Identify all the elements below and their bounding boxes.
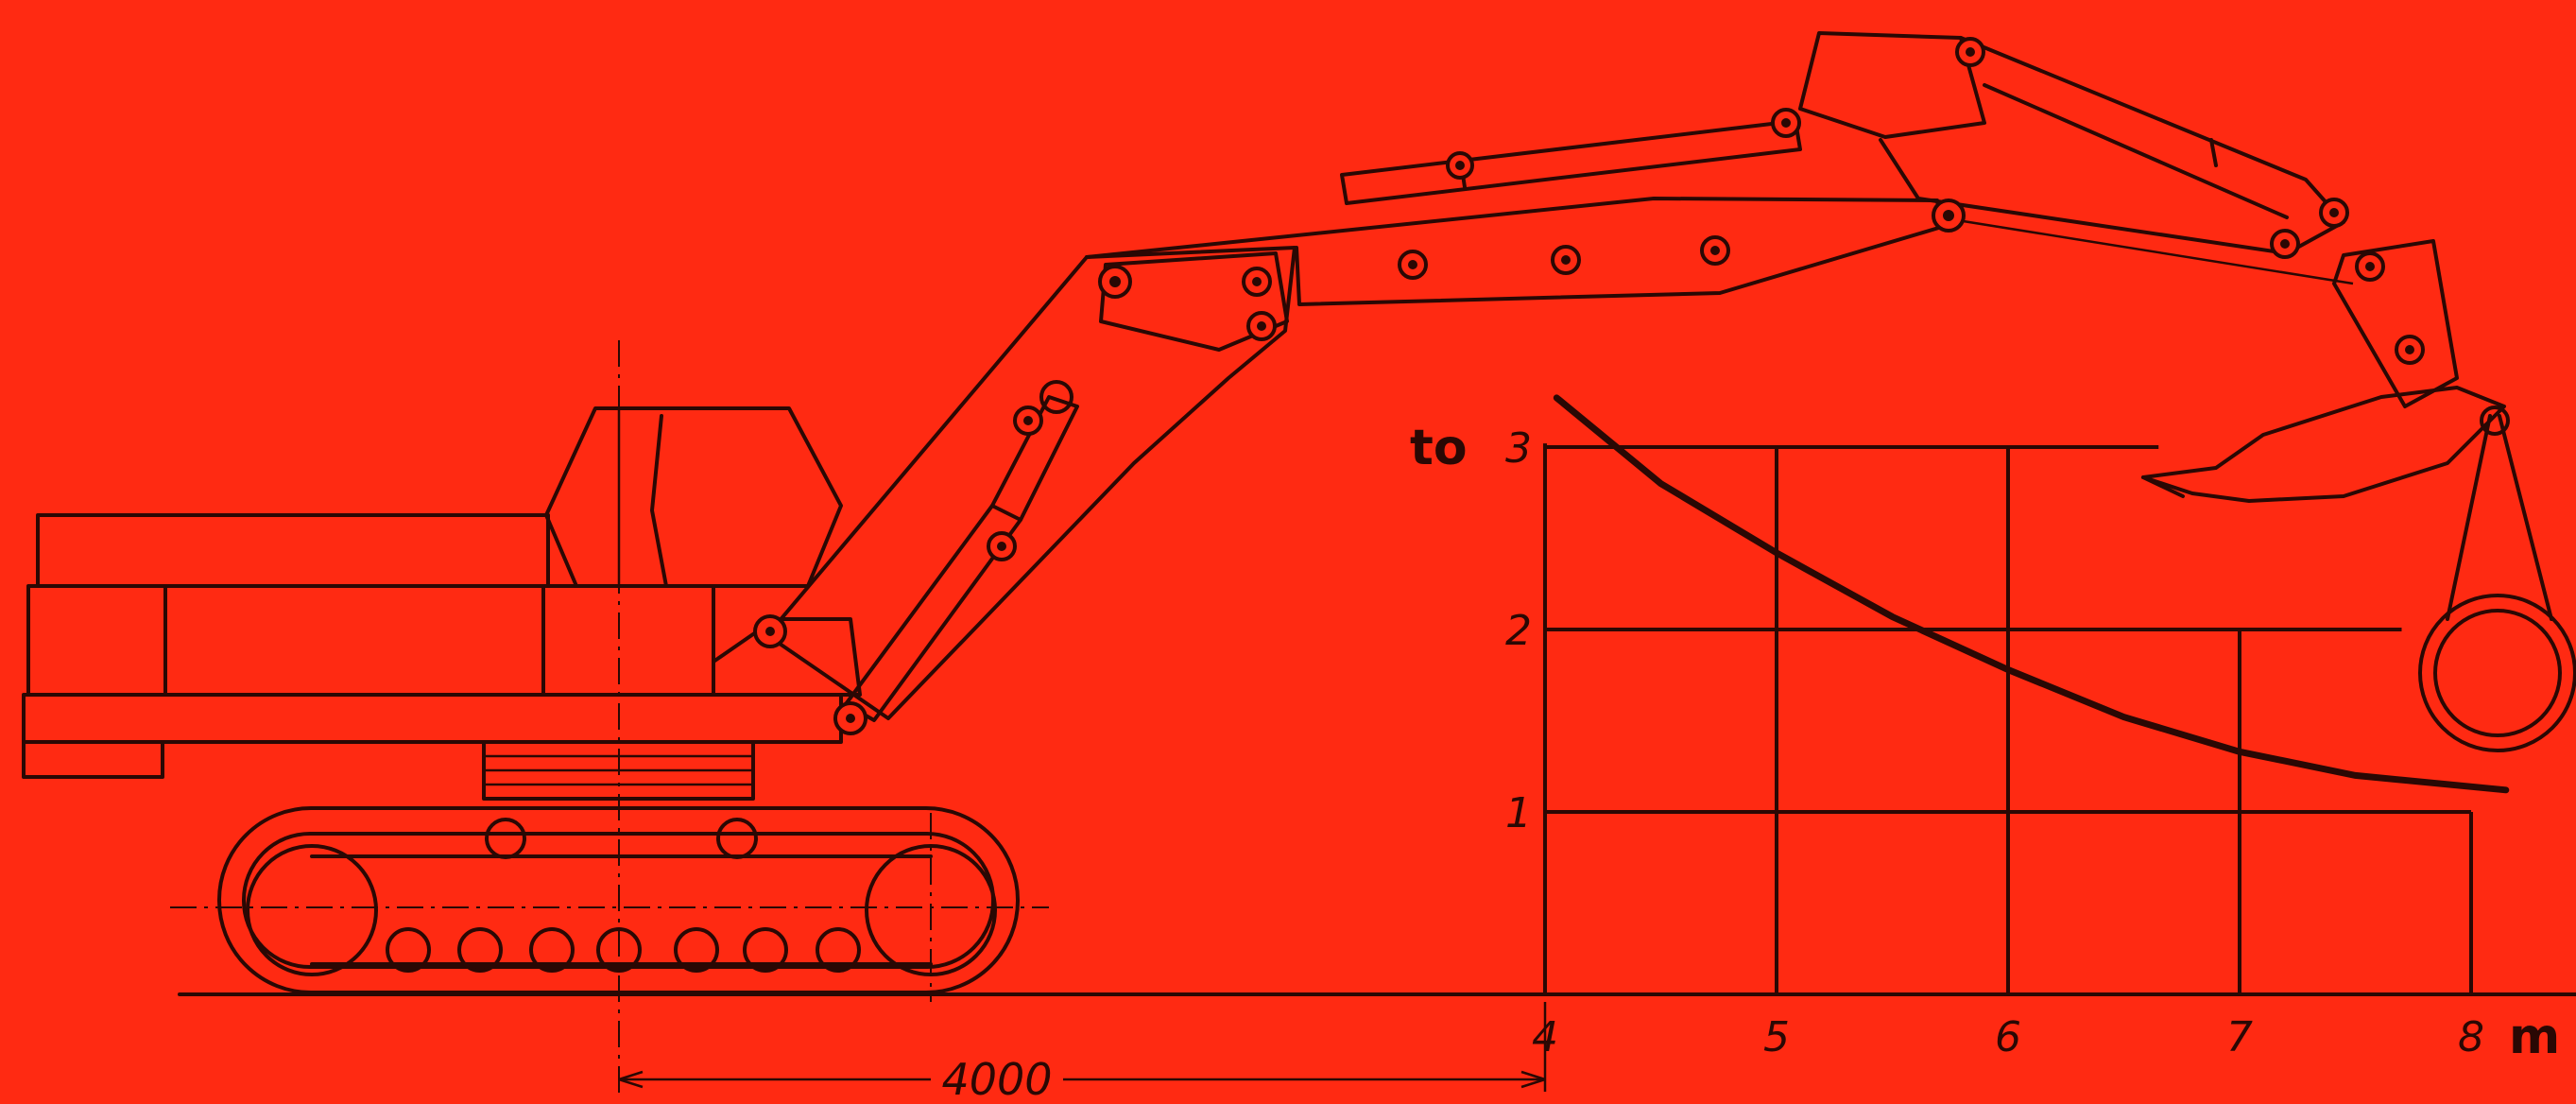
pipe-load xyxy=(2418,594,2576,752)
y-tick-label: 2 xyxy=(1505,607,1532,655)
dipper-stick-edge xyxy=(1983,83,2289,219)
x-tick-label: 5 xyxy=(1763,1013,1790,1061)
tie-rod xyxy=(1950,217,2354,285)
dipper-band xyxy=(2209,138,2218,167)
cab xyxy=(544,406,843,588)
load-sling xyxy=(2446,405,2553,621)
load-curve xyxy=(1553,394,2510,794)
arm-hydraulic-cylinder xyxy=(1340,119,1802,205)
upper-carriage xyxy=(22,513,843,779)
y-tick-label: 3 xyxy=(1505,424,1532,473)
dimension-line xyxy=(618,1002,1547,1092)
x-axis-unit: m xyxy=(2509,1009,2560,1065)
x-tick-label: 6 xyxy=(1995,1013,2021,1061)
main-boom xyxy=(765,246,1297,720)
y-tick-label: 1 xyxy=(1505,789,1532,837)
bucket-linkage xyxy=(2332,239,2459,408)
x-tick-label: 4 xyxy=(1532,1013,1558,1061)
y-axis-unit: to xyxy=(1410,420,1468,476)
crawler-track xyxy=(217,806,1020,994)
bucket xyxy=(2141,386,2506,503)
dimension-label: 4000 xyxy=(941,1054,1052,1104)
boom-hydraulic-cylinder xyxy=(844,380,1079,722)
x-tick-label: 8 xyxy=(2458,1013,2484,1061)
pivot-pins xyxy=(753,37,2425,735)
x-tick-label: 7 xyxy=(2226,1013,2253,1061)
track-rollers xyxy=(386,818,861,973)
load-chart: 4 5 6 7 8 1 2 3 to m xyxy=(1410,394,2576,1065)
bucket-tooth xyxy=(2141,475,2185,498)
arm-head-bracket xyxy=(1798,31,1986,139)
dipper-stick xyxy=(1879,36,2345,255)
